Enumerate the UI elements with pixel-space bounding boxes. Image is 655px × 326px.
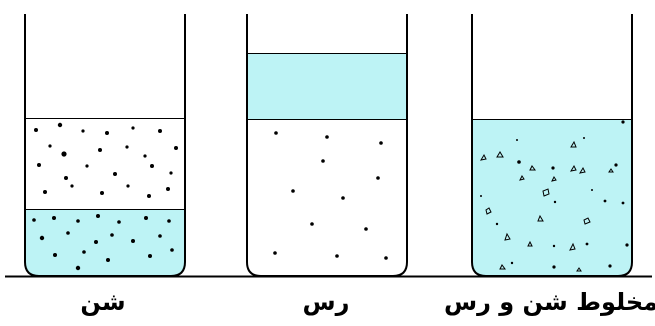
label-sand: شن (80, 288, 126, 316)
beaker-mixture-sand-grains (479, 140, 614, 272)
beaker-mixture (471, 14, 633, 277)
label-mixture: مخلوط شن و رس (443, 288, 655, 316)
beaker-clay-particles (273, 131, 388, 260)
beaker-sand-particles (32, 122, 178, 271)
beaker-clay (246, 14, 408, 277)
beaker-sand (24, 14, 186, 277)
beaker-mixture-water-layer (472, 119, 632, 276)
label-clay: رس (302, 288, 350, 316)
beaker-clay-outline (246, 14, 408, 277)
beaker-clay-water-layer (247, 53, 407, 119)
beaker-sand-outline (24, 14, 186, 277)
beaker-mixture-outline (471, 14, 633, 277)
beaker-sand-water-layer (25, 209, 185, 276)
beaker-mixture-clay-particles (480, 120, 629, 269)
